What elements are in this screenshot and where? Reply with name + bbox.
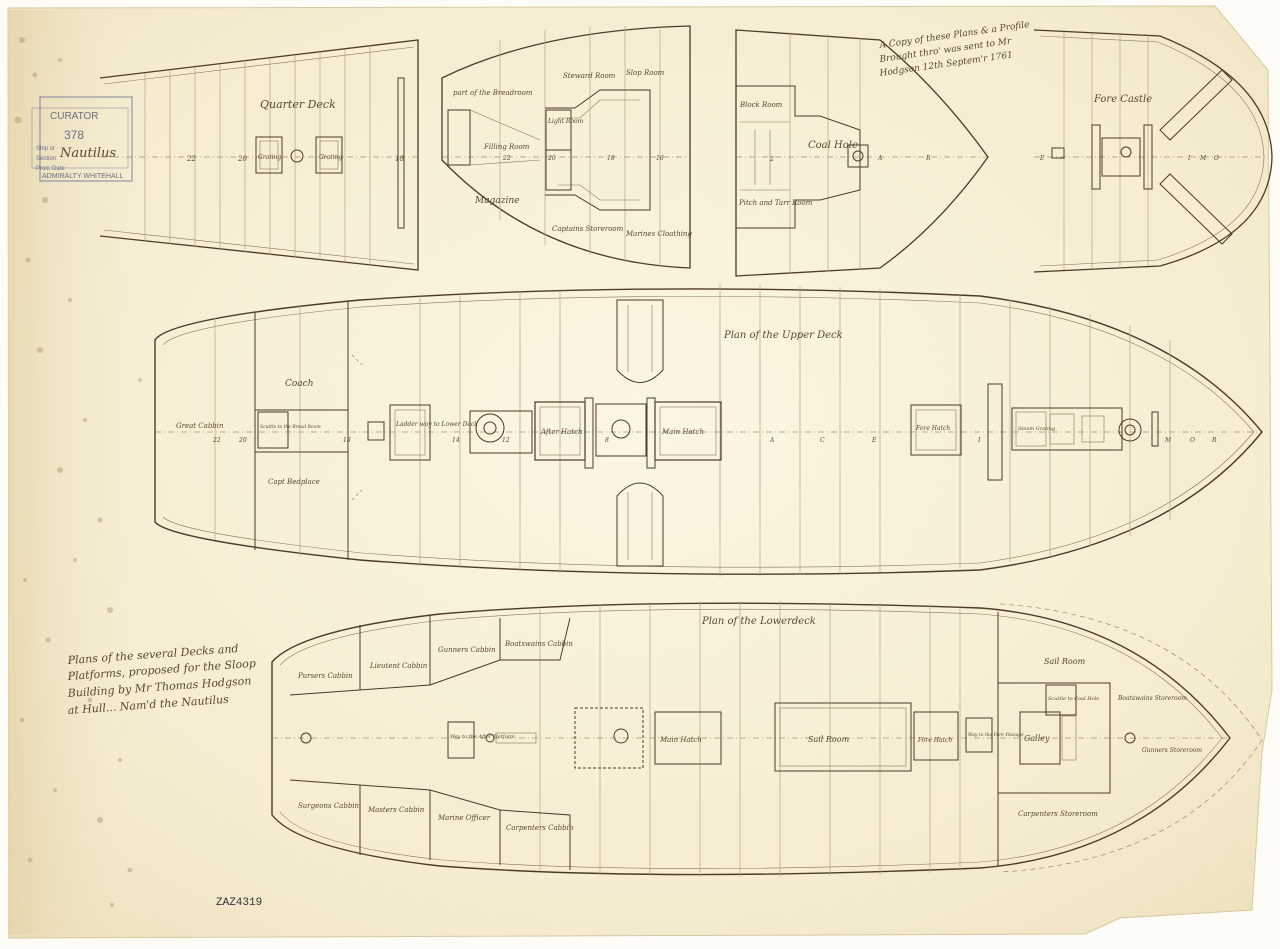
fc-station-o: O xyxy=(1214,155,1219,162)
bedplace-label: Capt Bedplace xyxy=(268,478,320,486)
main-hatch-label: Main Hatch xyxy=(661,428,704,436)
carpenters-cabin-label: Carpenters Cabbin xyxy=(506,824,574,832)
captains-storeroom-label: Captains Storeroom xyxy=(552,225,624,233)
fore-castle-title: Fore Castle xyxy=(1093,94,1152,105)
great-cabin-label: Great Cabbin xyxy=(176,422,224,430)
quarter-deck-plan: Quarter Deck Grating Grating 22 20 18 xyxy=(99,39,419,271)
pa-station-20: 20 xyxy=(547,155,556,162)
marine-officer-label: Marine Officer xyxy=(437,814,491,822)
breadroom-label: part of the Breadroom xyxy=(453,89,533,97)
light-room-label: Light Room xyxy=(547,118,584,125)
ud-station-22: 22 xyxy=(212,437,221,444)
after-platform-plan: part of the Breadroom Steward Room Slop … xyxy=(441,25,692,269)
carpenters-storeroom-label: Carpenters Storeroom xyxy=(1018,810,1098,818)
way-platform-label: Way to the After Platform xyxy=(450,734,515,740)
stamp-label-section: Section xyxy=(36,156,56,162)
grating-label-2: Grating xyxy=(319,154,342,161)
paper-sheet xyxy=(7,5,1273,939)
title-block: Plans of the several Decks and Platforms… xyxy=(66,642,256,717)
fc-station-e: E xyxy=(1039,155,1045,162)
lower-fore-hatch-label: Fore Hatch xyxy=(917,737,952,744)
ud-station-i: I xyxy=(977,437,981,444)
ud-station-c: C xyxy=(820,437,825,444)
coach-label: Coach xyxy=(285,379,314,389)
lower-deck-plan: Plan of the Lowerdeck Pursers Cabbin Lie… xyxy=(271,601,1263,877)
steam-grating-label: Steam Grating xyxy=(1018,426,1055,432)
pitch-room-label: Pitch and Tarr Room xyxy=(738,199,813,207)
stained-left-edge xyxy=(8,10,148,935)
grating-label-1: Grating xyxy=(258,154,281,161)
ud-station-a: A xyxy=(769,437,775,444)
stamp-curator: CURATOR xyxy=(50,111,99,122)
pursers-cabin-label: Pursers Cabbin xyxy=(297,672,353,680)
stamp-label-prod: Prod. Date xyxy=(36,166,65,172)
marines-cloathing-label: Marines Cloathing xyxy=(625,230,692,238)
upper-deck-plan: Plan of the Upper Deck Great Cabbin Coac… xyxy=(154,284,1263,577)
upper-deck-title: Plan of the Upper Deck xyxy=(723,330,843,341)
fc-station-i: I xyxy=(1187,155,1191,162)
gunners-cabin-label: Gunners Cabbin xyxy=(438,646,496,654)
block-room-label: Block Room xyxy=(739,101,783,109)
scuttle-coal-label: Scuttle to Coal Hole xyxy=(1048,696,1099,702)
ud-station-14: 14 xyxy=(452,437,460,444)
sail-room-fwd-label: Sail Room xyxy=(1044,657,1086,666)
stamp-handwritten-name: Nautilus xyxy=(59,146,116,161)
lower-deck-title: Plan of the Lowerdeck xyxy=(701,616,816,627)
qd-station-22: 22 xyxy=(186,155,196,163)
ud-station-o: O xyxy=(1190,437,1195,444)
boatswains-storeroom-label: Boatswains Storeroom xyxy=(1117,695,1187,702)
qd-station-20: 20 xyxy=(237,155,247,163)
steward-room-label: Steward Room xyxy=(563,72,616,80)
pf-station-2: 2 xyxy=(769,156,774,163)
galley-label: Galley xyxy=(1024,734,1050,743)
pa-station-18: 18 xyxy=(607,155,615,162)
ud-station-12: 12 xyxy=(502,437,510,444)
magazine-label: Magazine xyxy=(474,196,519,206)
lower-main-hatch-label: Main Hatch xyxy=(659,736,702,744)
ud-station-18: 18 xyxy=(343,437,351,444)
ud-station-8: 8 xyxy=(605,437,609,444)
masters-cabin-label: Masters Cabbin xyxy=(367,806,425,814)
filling-room-label: Filling Room xyxy=(483,143,530,151)
reference-number: ZAZ4319 xyxy=(216,897,262,909)
slop-room-label: Slop Room xyxy=(626,69,665,77)
fore-hatch-label: Fore Hatch xyxy=(915,425,950,432)
stamp-label-ship: Ship or xyxy=(36,146,55,152)
fc-station-m: M xyxy=(1199,155,1207,162)
quarter-deck-title: Quarter Deck xyxy=(260,98,336,111)
surgeons-cabin-label: Surgeons Cabbin xyxy=(298,802,360,810)
after-hatch-label: After Hatch xyxy=(540,428,583,436)
stamp-admiralty: ADMIRALTY WHITEHALL xyxy=(42,173,124,180)
stamp-number: 378 xyxy=(64,128,84,142)
fore-platform-plan: Block Room Coal Hole Pitch and Tarr Room… xyxy=(735,29,989,277)
boatswains-cabin-label: Boatswains Cabbin xyxy=(504,640,573,648)
coal-hole-label: Coal Hole xyxy=(808,140,858,151)
gunners-storeroom-label: Gunners Storeroom xyxy=(1142,747,1202,754)
sail-room-mid-label: Sail Room xyxy=(808,735,850,744)
way-fore-label: Way to the Fore Passage xyxy=(968,732,1024,738)
ud-station-e: E xyxy=(871,437,877,444)
pf-station-a: A xyxy=(877,155,883,162)
pf-station-r: R xyxy=(925,155,931,162)
fore-castle-plan: Fore Castle E I M O xyxy=(1033,29,1273,273)
ud-station-m: M xyxy=(1164,437,1172,444)
lieutenant-cabin-label: Lieutent Cabbin xyxy=(369,662,428,670)
qd-station-18: 18 xyxy=(395,155,404,163)
ud-station-20: 20 xyxy=(238,437,247,444)
foxing-spots xyxy=(14,37,142,907)
pa-station-16: 16 xyxy=(656,155,664,162)
scuttle-bread-label: Scuttle to the Bread Room xyxy=(260,424,321,430)
pa-station-22: 22 xyxy=(502,155,511,162)
ud-station-r: R xyxy=(1211,437,1217,444)
ladder-label: Ladder way to Lower Deck xyxy=(395,421,478,428)
